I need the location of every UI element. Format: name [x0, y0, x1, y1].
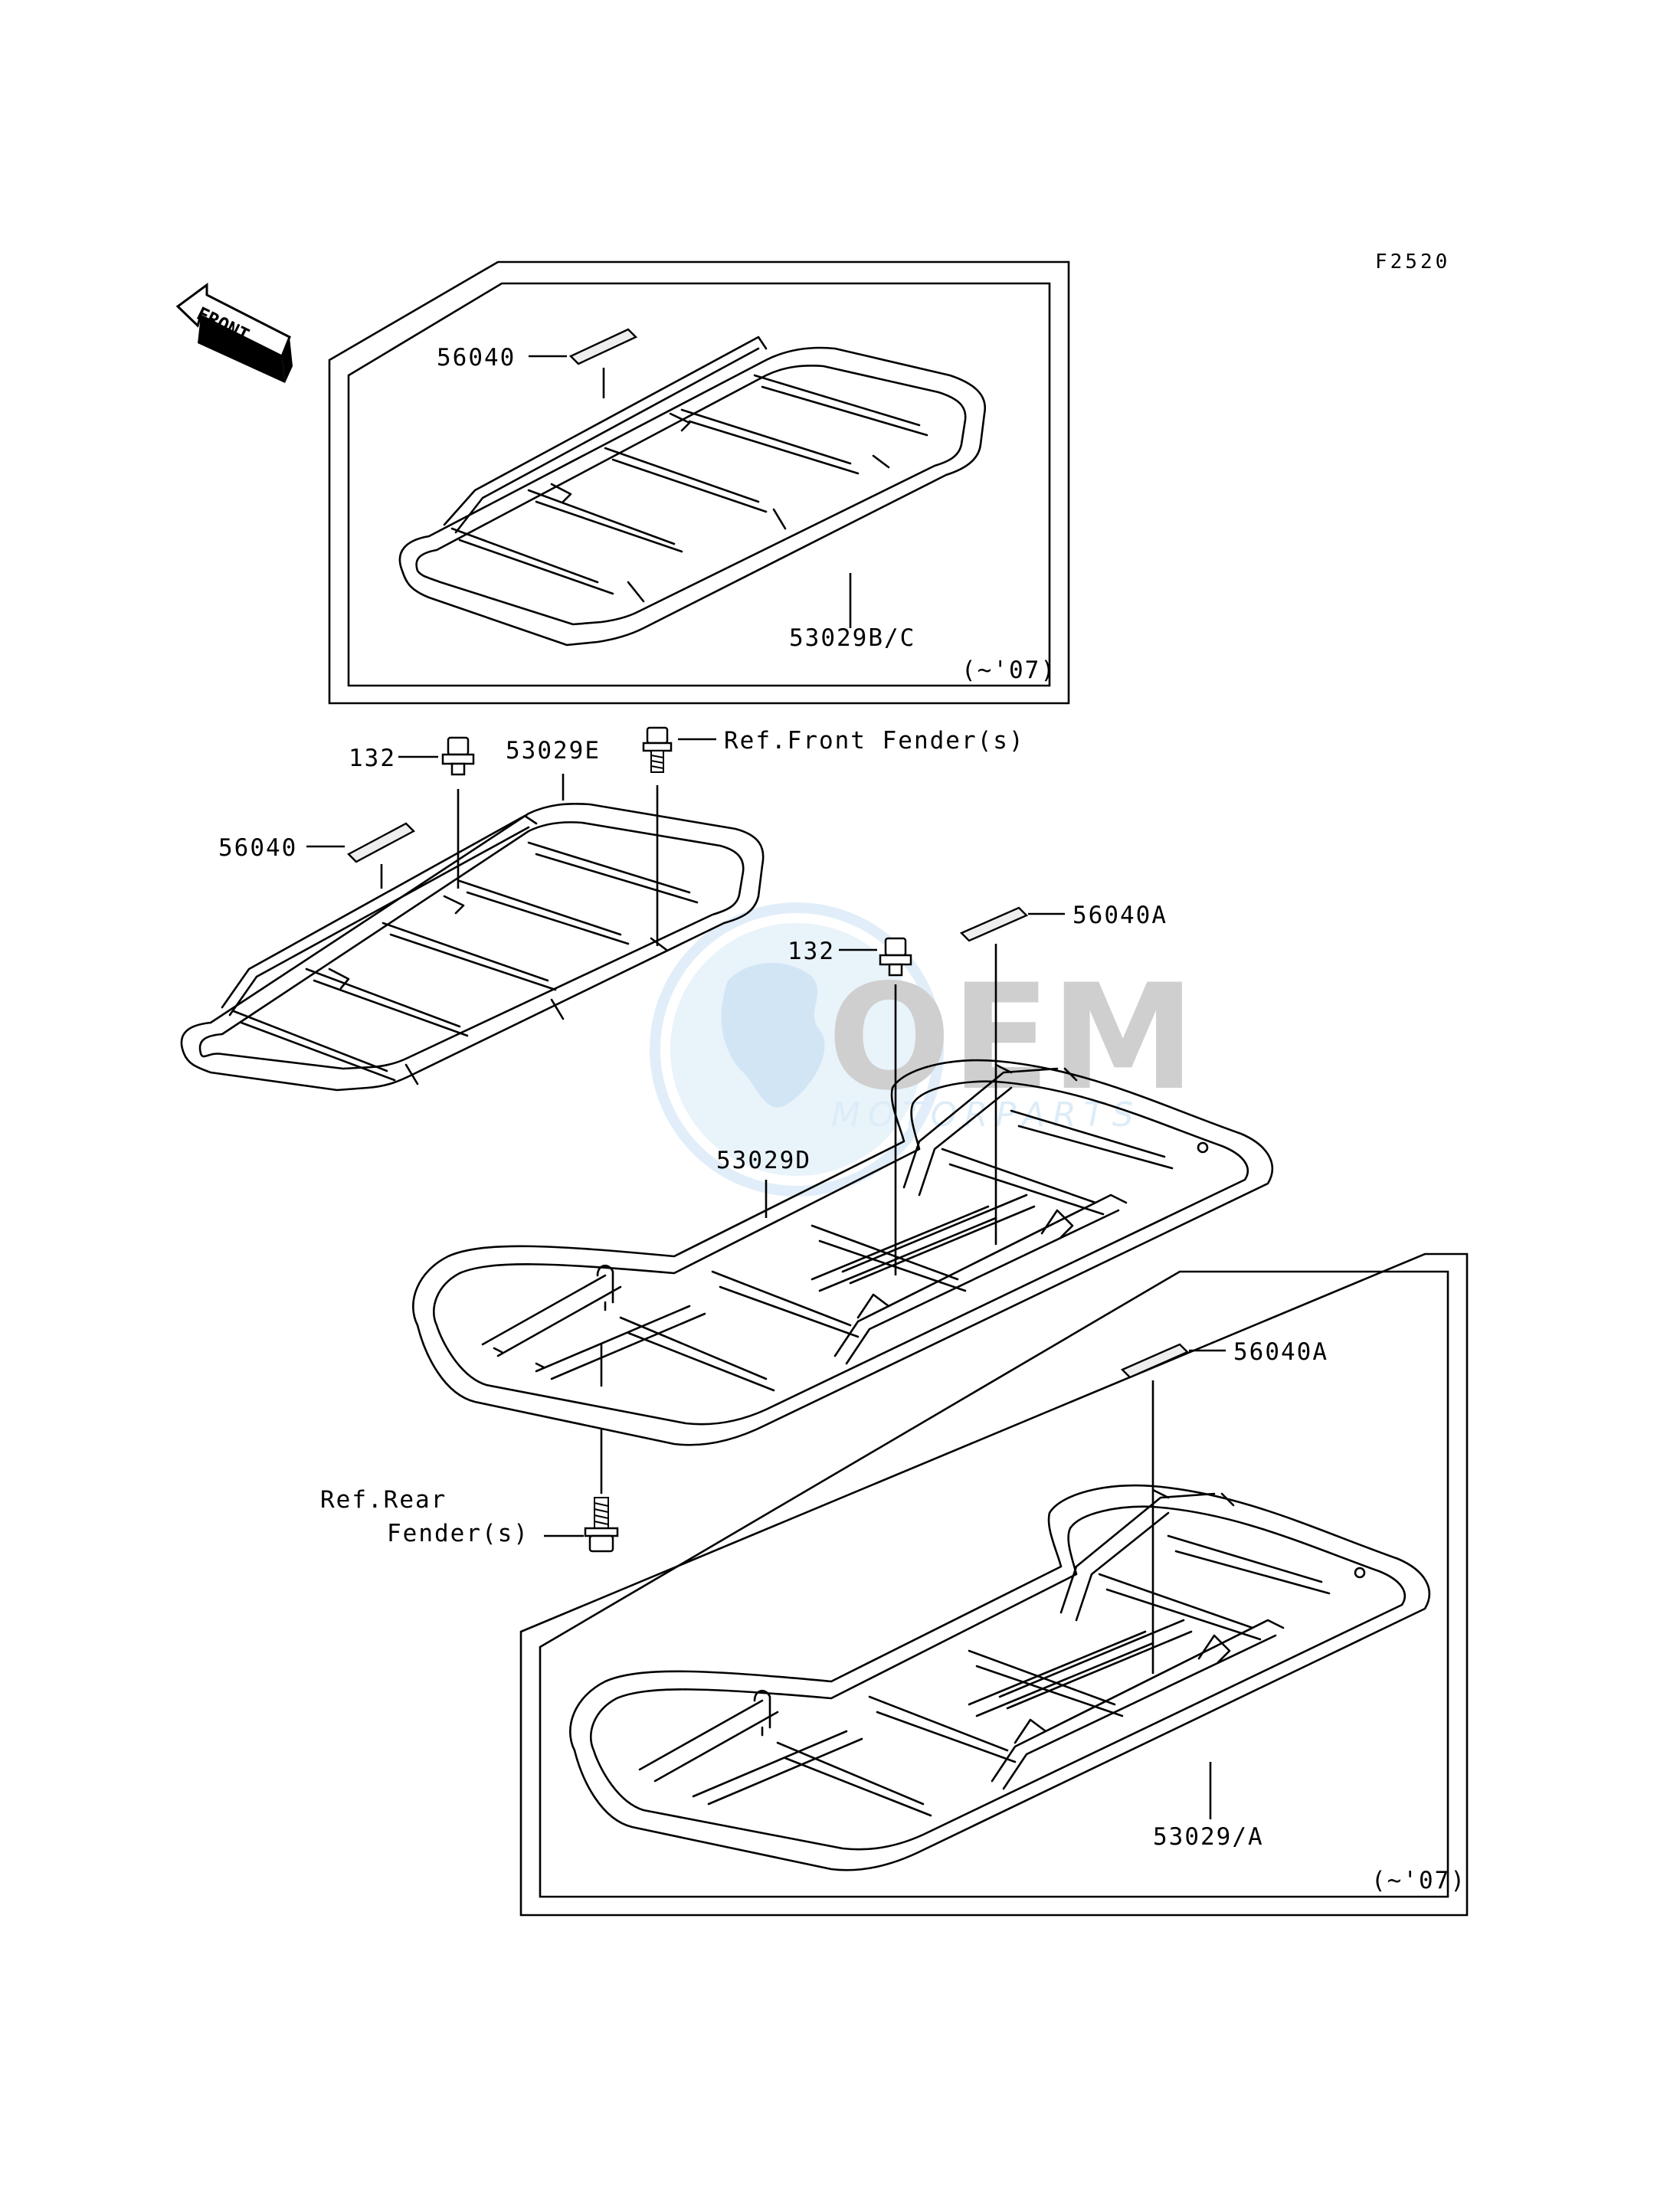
watermark-sub: MOTORPARTS: [831, 1095, 1141, 1135]
lower-label-rack: 53029/A: [1153, 1823, 1264, 1851]
rear-ref-label-line1: Ref.Rear: [320, 1486, 447, 1514]
front-label-56040: 56040: [218, 834, 297, 862]
front-decal-56040: [347, 822, 415, 863]
lower-inset-inner-frame: [539, 1270, 1449, 1898]
lower-inset-outer-frame: [519, 1252, 1469, 1917]
rear-label-56040a: 56040A: [1073, 902, 1167, 929]
front-ref-label: Ref.Front Fender(s): [724, 727, 1025, 755]
front-arrow-icon: FRONT: [175, 283, 293, 383]
front-rack-53029e: [180, 803, 765, 1092]
rear-fender-bolt-icon: [584, 1497, 619, 1553]
watermark: OEM MOTORPARTS: [650, 902, 1195, 1197]
front-label-132: 132: [349, 745, 396, 772]
rear-bolt-132-icon: [879, 937, 912, 977]
rear-label-132: 132: [788, 938, 835, 965]
lower-label-56040a: 56040A: [1233, 1338, 1328, 1366]
lower-inset: 56040A 53029/A (~'07): [519, 1252, 1469, 1917]
upper-inset-outer-frame: [328, 260, 1070, 705]
front-fender-bolt-icon: [642, 726, 673, 773]
diagram-code: F2520: [1375, 250, 1450, 273]
upper-inset-inner-frame: [347, 282, 1051, 687]
upper-decal-56040: [568, 328, 638, 365]
rear-label-rack: 53029D: [716, 1147, 811, 1174]
front-label-rack: 53029E: [506, 737, 601, 765]
lower-note: (~'07): [1371, 1867, 1466, 1894]
front-bolt-132-icon: [441, 736, 475, 776]
upper-label-rack: 53029B/C: [789, 624, 915, 652]
watermark-continent: [721, 962, 825, 1108]
lower-rack-53029a: [569, 1484, 1430, 1871]
rear-ref-label-line2: Fender(s): [387, 1520, 529, 1547]
upper-inset: 56040 53029B/C (~'07): [328, 260, 1070, 705]
upper-label-56040: 56040: [437, 344, 516, 372]
upper-rack-53029bc: [398, 336, 987, 647]
rear-decal-56040a: [959, 906, 1029, 942]
lower-decal-56040a: [1120, 1343, 1190, 1379]
upper-note: (~'07): [961, 656, 1056, 684]
